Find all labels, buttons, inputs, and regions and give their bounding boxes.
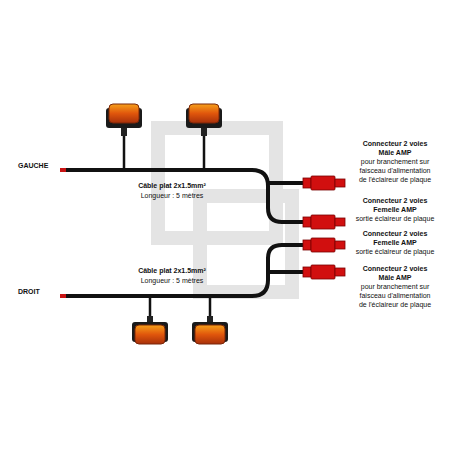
side-label: GAUCHE [18,161,48,170]
connector-title: Connecteur 2 voies [363,229,428,238]
lamp [186,104,222,128]
connector-note: sortie éclaireur de plaque [356,247,435,256]
cable-spec: Câble plat 2x1.5mm² [138,266,206,275]
cable-tips [60,168,66,298]
cables [66,132,305,322]
amp-connectors [303,176,345,279]
connector-note: faisceau d'alimentation [360,291,431,300]
marker-lamps [106,104,228,344]
connector-note: de l'éclaireur de plaque [359,175,431,184]
connector-note: faisceau d'alimentation [360,166,431,175]
lamp [192,322,228,344]
connector-note: de l'éclaireur de plaque [359,300,431,309]
connector-title: Connecteur 2 voies [363,139,428,148]
connector-note: sortie éclaireur de plaque [356,214,435,223]
cable-length: Longueur : 5 mètres [141,276,204,285]
cable-spec: Câble plat 2x1.5mm² [138,181,206,190]
cable-length: Longueur : 5 mètres [141,191,204,200]
connector-type: Mâle AMP [379,273,412,282]
connector-type: Femelle AMP [373,205,416,214]
lamp [132,322,168,344]
side-label: DROIT [18,287,40,296]
lamp [106,104,142,128]
connector-type: Mâle AMP [379,148,412,157]
connector-note: pour branchement sur [361,282,429,291]
connector-note: pour branchement sur [361,157,429,166]
lamp-stub-connectors [121,128,213,324]
connector-type: Femelle AMP [373,238,416,247]
connector-title: Connecteur 2 voies [363,264,428,273]
connector-title: Connecteur 2 voies [363,196,428,205]
